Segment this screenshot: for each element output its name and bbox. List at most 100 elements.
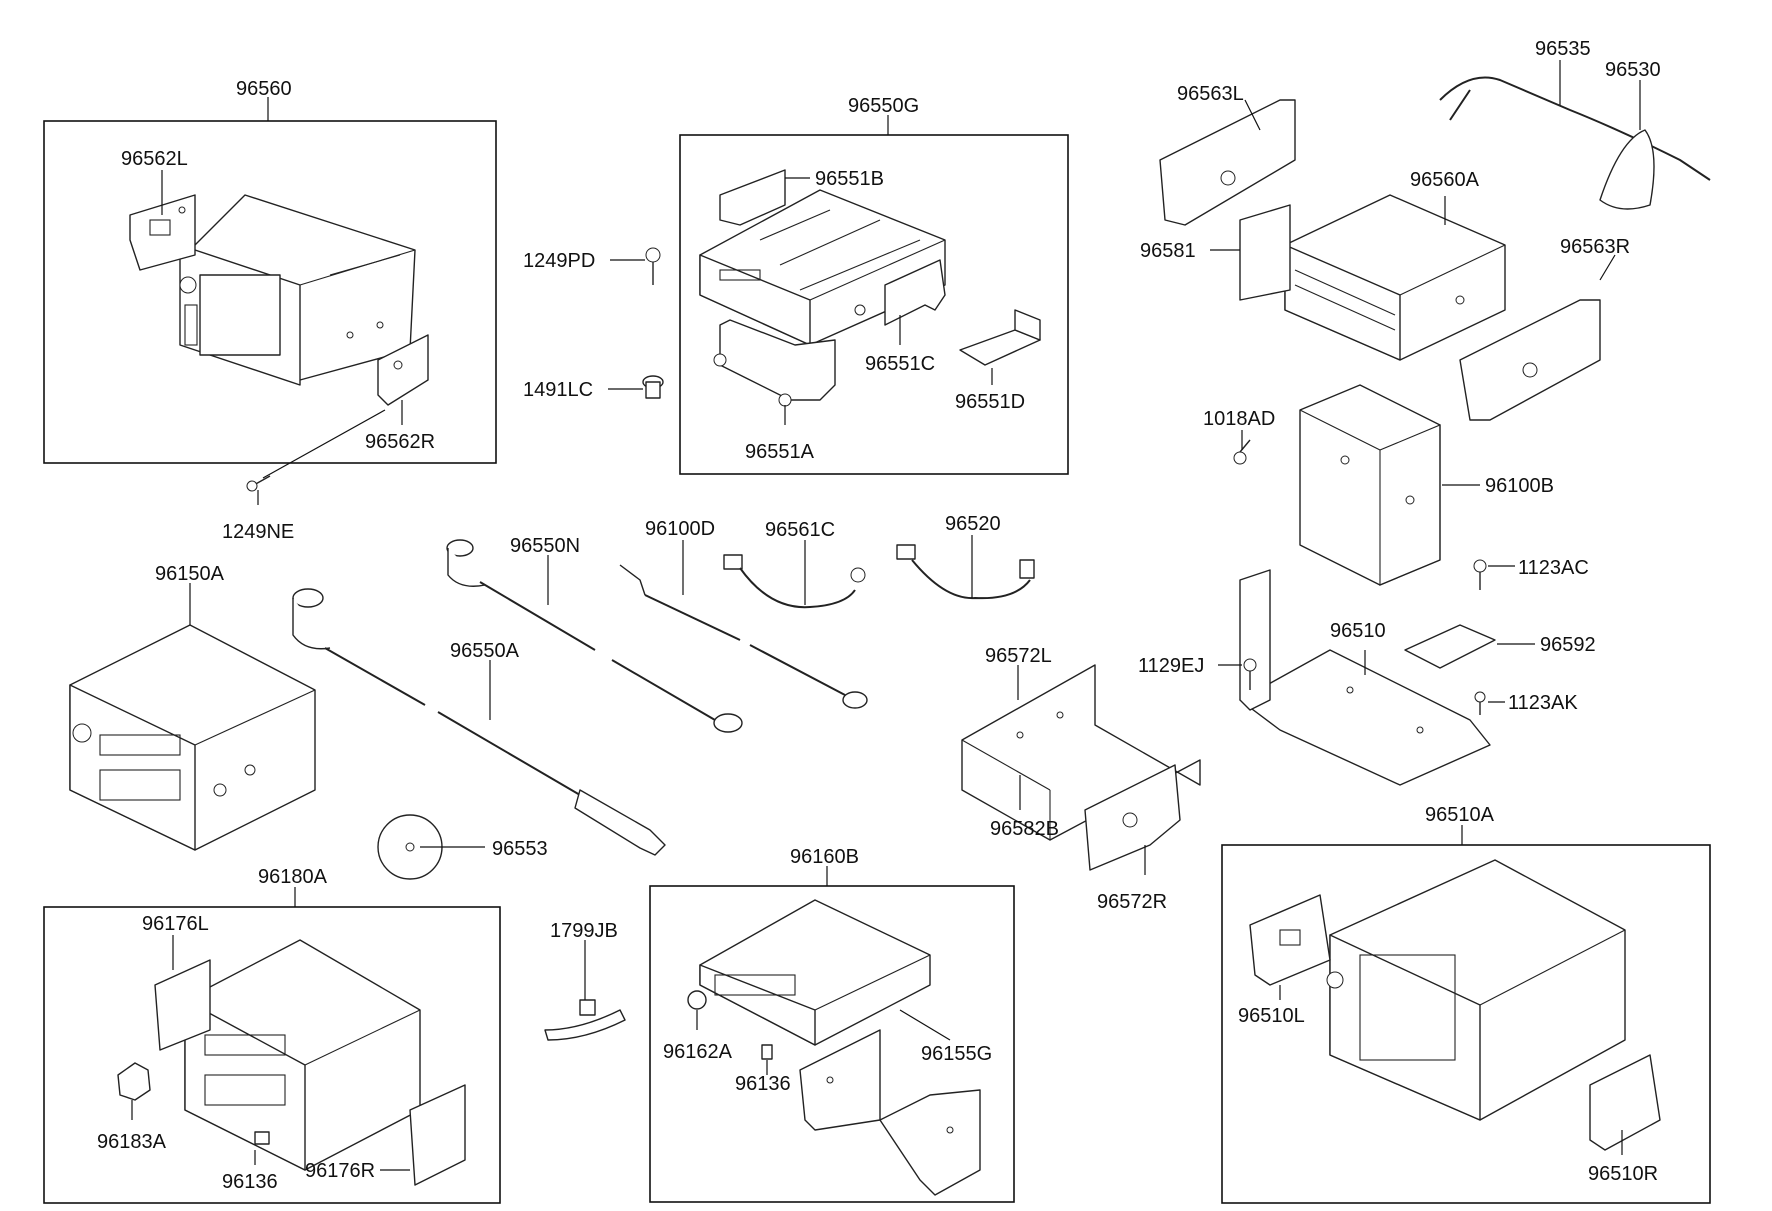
bracket-96155G[interactable] [799, 1029, 981, 1196]
label-96551A[interactable]: 96551A [745, 441, 815, 463]
label-1018AD[interactable]: 1018AD [1203, 408, 1275, 430]
label-96510A[interactable]: 96510A [1425, 804, 1495, 826]
group-96180A-frame [43, 906, 501, 1204]
cable-96100D[interactable] [619, 564, 868, 709]
label-96572L[interactable]: 96572L [985, 645, 1052, 667]
label-96572R[interactable]: 96572R [1097, 891, 1167, 913]
label-96562R[interactable]: 96562R [365, 431, 435, 453]
label-96530[interactable]: 96530 [1605, 59, 1661, 81]
group-96160B: 96160B 96162A 96136 96155G [649, 846, 1015, 1203]
group-96180A: 96180A 96176L 96183A 96136 96176R [43, 866, 501, 1204]
cable-96520[interactable] [896, 544, 1035, 600]
frame-96100B[interactable] [1299, 384, 1441, 586]
screw-1123AK[interactable] [1474, 691, 1486, 715]
frame-96572L[interactable] [961, 664, 1201, 841]
label-1129EJ[interactable]: 1129EJ [1138, 655, 1204, 677]
label-96551B[interactable]: 96551B [815, 168, 884, 190]
bracket-96510R[interactable] [1589, 1054, 1661, 1151]
harness-96535[interactable] [1439, 76, 1711, 181]
label-96100B[interactable]: 96100B [1485, 475, 1554, 497]
label-96592[interactable]: 96592 [1540, 634, 1596, 656]
label-1249NE[interactable]: 1249NE [222, 521, 294, 543]
knob-96136-a[interactable] [254, 1131, 270, 1145]
label-96563L[interactable]: 96563L [1177, 83, 1244, 105]
screw-1249PD[interactable] [645, 247, 661, 285]
group-96550G: 96550G 96551B 96551A 96551C [679, 95, 1069, 475]
label-96176R[interactable]: 96176R [305, 1160, 375, 1182]
bolt-1129EJ[interactable] [1243, 658, 1257, 690]
bracket-96510[interactable] [1239, 569, 1491, 786]
cable-96561C[interactable] [723, 554, 866, 609]
bracket-96551D[interactable] [959, 309, 1041, 366]
label-96581[interactable]: 96581 [1140, 240, 1196, 262]
plate-96592[interactable] [1404, 624, 1496, 669]
tie-1799JB[interactable] [544, 999, 626, 1041]
label-96150A[interactable]: 96150A [155, 563, 225, 585]
label-96520[interactable]: 96520 [945, 513, 1001, 535]
group-96510A-frame [1221, 844, 1711, 1204]
module-96550G[interactable] [699, 189, 946, 346]
spacer-96581[interactable] [1239, 204, 1291, 301]
label-96160B[interactable]: 96160B [790, 846, 859, 868]
bracket-96551C[interactable] [884, 259, 946, 326]
label-96510R[interactable]: 96510R [1588, 1163, 1658, 1185]
radio-96160B[interactable] [699, 899, 931, 1046]
bracket-96551B[interactable] [719, 169, 786, 226]
label-96551D[interactable]: 96551D [955, 391, 1025, 413]
head-unit-96510A[interactable] [1326, 859, 1626, 1121]
label-96100D[interactable]: 96100D [645, 518, 715, 540]
head-unit-96560[interactable] [179, 194, 416, 386]
group-96510A: 96510A 96510L 96510R [1221, 804, 1711, 1204]
label-96550N[interactable]: 96550N [510, 535, 580, 557]
label-96136-b[interactable]: 96136 [735, 1073, 791, 1095]
knob-96162A[interactable] [687, 990, 707, 1010]
bracket-96176R[interactable] [409, 1084, 466, 1186]
label-96510L[interactable]: 96510L [1238, 1005, 1305, 1027]
radio-96180A[interactable] [184, 939, 421, 1171]
label-1123AK[interactable]: 1123AK [1508, 692, 1578, 714]
bracket-96562R[interactable] [377, 334, 429, 406]
label-96582B[interactable]: 96582B [990, 818, 1059, 840]
label-96550G[interactable]: 96550G [848, 95, 919, 117]
label-96535[interactable]: 96535 [1535, 38, 1591, 60]
label-96562L[interactable]: 96562L [121, 148, 188, 170]
screw-1249NE[interactable] [246, 475, 271, 492]
label-96550A[interactable]: 96550A [450, 640, 520, 662]
label-96162A[interactable]: 96162A [663, 1041, 733, 1063]
label-96180A[interactable]: 96180A [258, 866, 328, 888]
label-1249PD[interactable]: 1249PD [523, 250, 595, 272]
bracket-96562L[interactable] [129, 194, 196, 271]
label-96551C[interactable]: 96551C [865, 353, 935, 375]
cable-96550N[interactable] [446, 539, 743, 733]
group-96560: 96560 96562L 96562R [43, 78, 497, 543]
label-96176L[interactable]: 96176L [142, 913, 209, 935]
label-96560A[interactable]: 96560A [1410, 169, 1480, 191]
bracket-96572R[interactable] [1084, 764, 1181, 871]
group-96160B-frame [649, 885, 1015, 1203]
bracket-96563R[interactable] [1459, 299, 1601, 421]
label-96553[interactable]: 96553 [492, 838, 548, 860]
label-96510[interactable]: 96510 [1330, 620, 1386, 642]
knob-96136-b[interactable] [761, 1044, 773, 1060]
label-96560[interactable]: 96560 [236, 78, 292, 100]
label-1799JB[interactable]: 1799JB [550, 920, 618, 942]
knob-96183A[interactable] [117, 1062, 151, 1101]
label-96183A[interactable]: 96183A [97, 1131, 167, 1153]
label-96563R[interactable]: 96563R [1560, 236, 1630, 258]
bracket-96510L[interactable] [1249, 894, 1331, 986]
label-1123AC[interactable]: 1123AC [1518, 557, 1589, 579]
label-96136-a[interactable]: 96136 [222, 1171, 278, 1193]
bracket-96176L[interactable] [154, 959, 211, 1051]
label-96561C[interactable]: 96561C [765, 519, 835, 541]
cable-96550A[interactable] [292, 588, 666, 856]
label-1491LC[interactable]: 1491LC [523, 379, 593, 401]
radio-96150A[interactable] [69, 624, 316, 851]
group-96560-frame [43, 120, 497, 464]
screw-1123AC[interactable] [1473, 559, 1487, 590]
bracket-96563L[interactable] [1159, 99, 1296, 226]
antenna-96530[interactable] [1599, 129, 1655, 210]
label-96155G[interactable]: 96155G [921, 1043, 992, 1065]
bracket-96551A[interactable] [713, 319, 836, 407]
nut-1491LC[interactable] [642, 375, 664, 399]
unit-96560A[interactable] [1284, 194, 1506, 361]
